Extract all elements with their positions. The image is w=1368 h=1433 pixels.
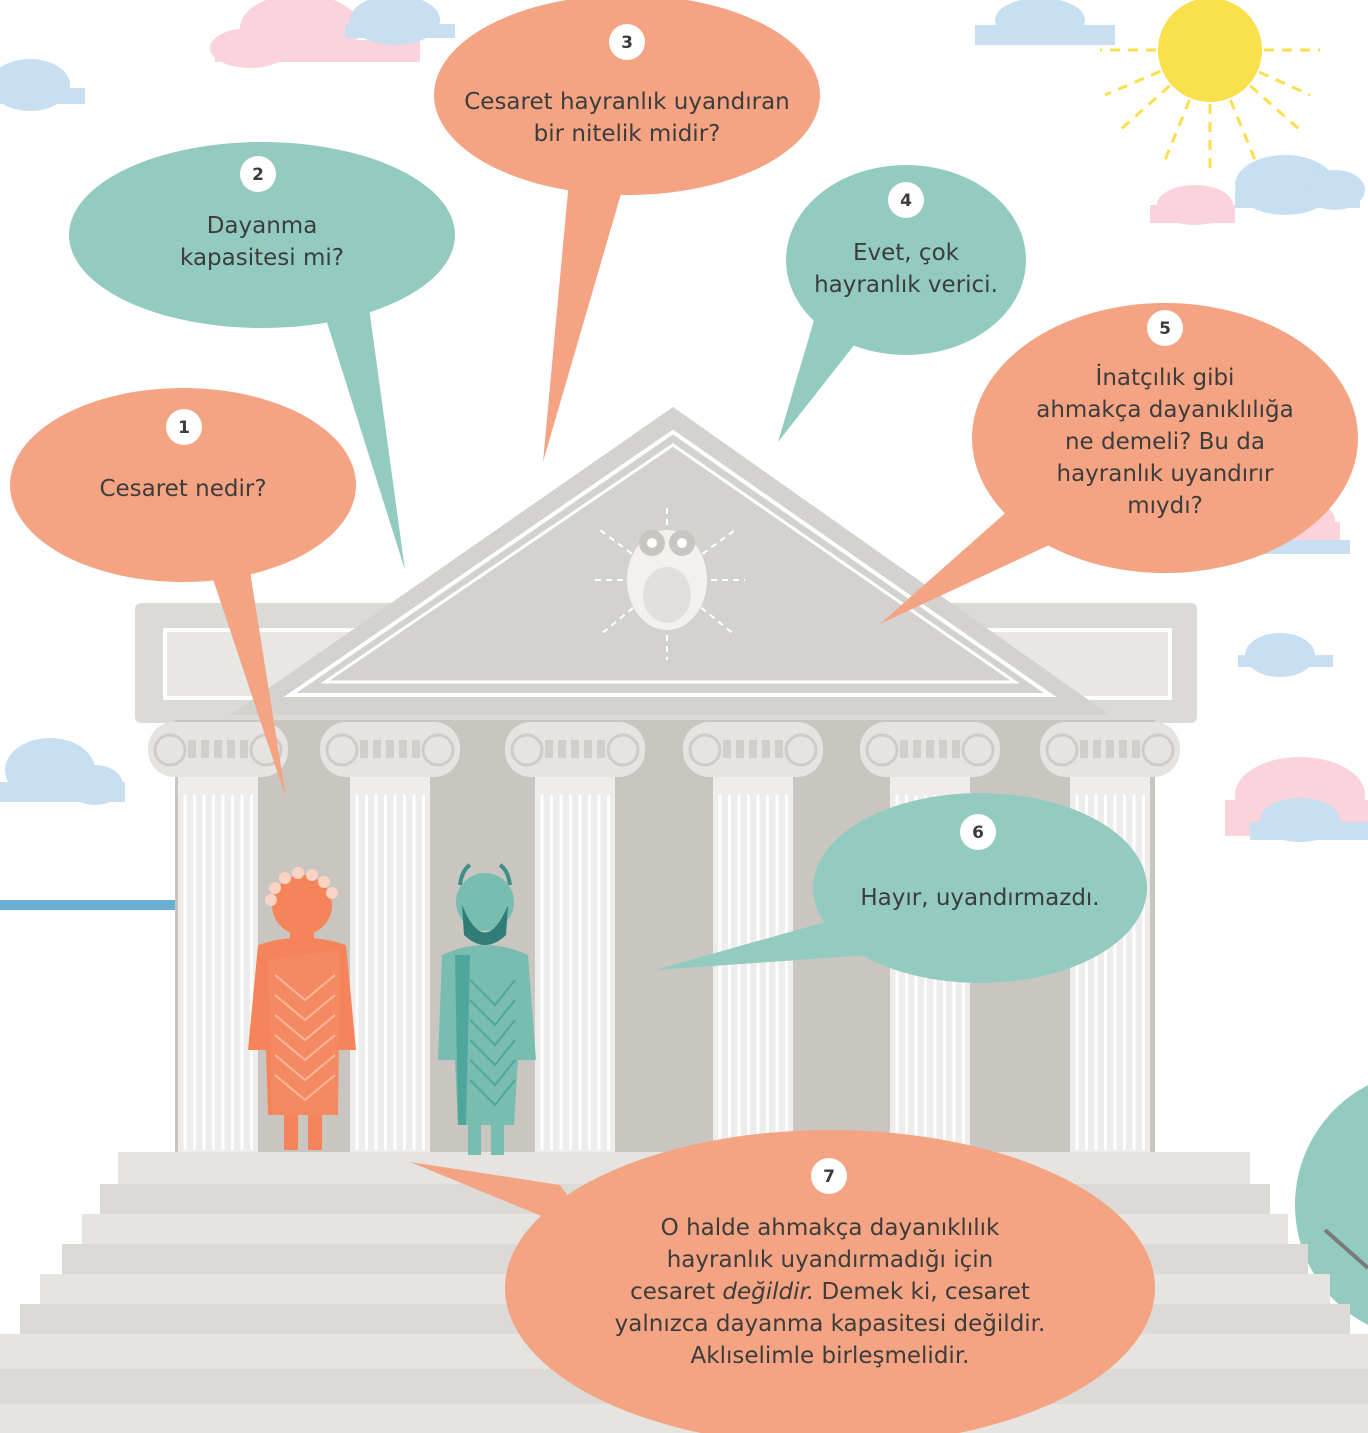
bubble-text-line: cesaret değildir. Demek ki, cesaret [630, 1279, 1030, 1305]
speech-bubble-1: 1 Cesaret nedir? [10, 388, 356, 798]
bubble-text-line: Hayır, uyandırmazdı. [860, 885, 1099, 911]
partial-bubble [1295, 1085, 1368, 1325]
cloud-icon [975, 0, 1115, 45]
sun-icon [1100, 0, 1320, 170]
bubble-text-line: yalnızca dayanma kapasitesi değildir. [615, 1311, 1046, 1337]
bubble-number: 6 [972, 823, 984, 843]
horizon-line [0, 900, 180, 910]
bubble-number: 4 [900, 191, 912, 211]
cloud-icon [1225, 757, 1368, 842]
bubble-text-line: Evet, çok [853, 240, 960, 266]
bubble-text-span: Demek ki, cesaret [814, 1279, 1030, 1305]
speech-bubble-7: 7 O halde ahmakça dayanıklılık hayranlık… [410, 1130, 1155, 1433]
bubble-number: 2 [252, 165, 264, 185]
cloud-icon [1150, 155, 1365, 225]
cloud-icon [0, 738, 125, 805]
background [0, 0, 1368, 1325]
bubble-number: 7 [823, 1167, 835, 1187]
teal-figure-icon [438, 863, 536, 1155]
bubble-text-emphasis: değildir. [722, 1279, 814, 1305]
temple-column [683, 722, 823, 1155]
speech-bubble-6: 6 Hayır, uyandırmazdı. [655, 793, 1147, 983]
orange-figure-icon [248, 867, 356, 1150]
temple-column [505, 722, 645, 1155]
bubble-number: 1 [178, 418, 190, 438]
bubble-text-line: hayranlık uyandırmadığı için [667, 1247, 994, 1273]
speech-bubble-4: 4 Evet, çok hayranlık verici. [778, 165, 1026, 442]
bubble-text-line: mıydı? [1127, 493, 1203, 519]
bubble-text-line: hayranlık verici. [814, 272, 998, 298]
speech-bubble-3: 3 Cesaret hayranlık uyandıran bir niteli… [434, 0, 820, 462]
bubble-number: 3 [621, 33, 633, 53]
temple-column [148, 722, 288, 1155]
bubble-text-line: Cesaret hayranlık uyandıran [464, 89, 790, 115]
bubble-text-line: ne demeli? Bu da [1065, 429, 1265, 455]
columns [148, 722, 1180, 1155]
bubble-text-line: O halde ahmakça dayanıklılık [661, 1215, 1000, 1241]
owl-icon [590, 505, 745, 660]
speech-bubble-2: 2 Dayanma kapasitesi mi? [69, 142, 455, 570]
bubble-text-line: kapasitesi mi? [180, 245, 344, 271]
cloud-icon [210, 0, 455, 68]
bubble-text-span: cesaret [630, 1279, 722, 1305]
bubble-text-line: Cesaret nedir? [99, 476, 266, 502]
cloud-icon [1238, 633, 1333, 677]
bubble-text-line: Dayanma [207, 213, 318, 239]
bubble-number: 5 [1159, 319, 1171, 339]
bubble-text-line: bir nitelik midir? [534, 121, 721, 147]
cloud-icon [0, 59, 85, 111]
bubble-text-line: İnatçılık gibi [1096, 363, 1235, 391]
temple-column [320, 722, 460, 1155]
bubble-text-line: hayranlık uyandırır [1057, 461, 1275, 487]
bubble-text-line: Aklıselimle birleşmelidir. [691, 1343, 970, 1369]
speech-bubble-5: 5 İnatçılık gibi ahmakça dayanıklılığa n… [880, 303, 1358, 624]
bubble-text-line: ahmakça dayanıklılığa [1036, 397, 1293, 423]
